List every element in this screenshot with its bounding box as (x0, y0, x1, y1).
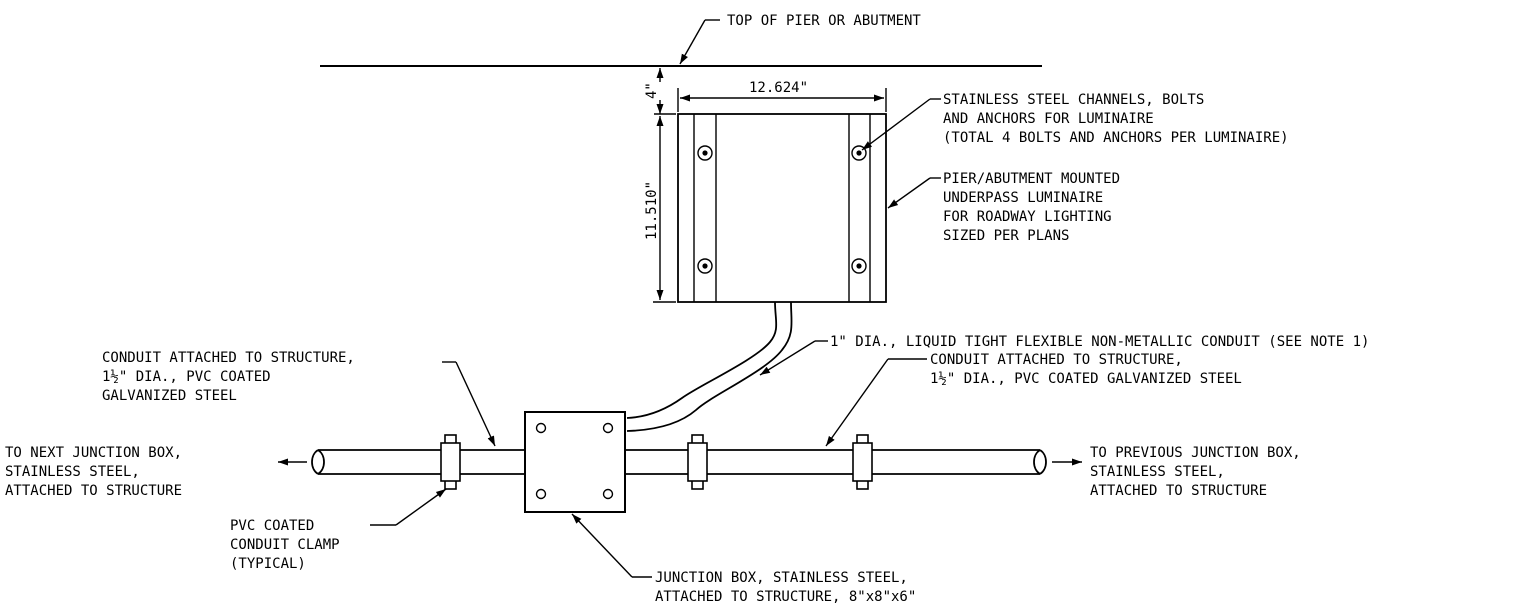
gap-dimension-label: 4" (644, 82, 660, 99)
clamp-label-2: CONDUIT CLAMP (230, 537, 340, 553)
luminaire-label-2: UNDERPASS LUMINAIRE (943, 190, 1103, 206)
jbox-label-1: JUNCTION BOX, STAINLESS STEEL, (655, 570, 908, 586)
width-dimension-label: 12.624" (749, 80, 808, 96)
channels-label-1: STAINLESS STEEL CHANNELS, BOLTS (943, 92, 1204, 108)
clamp-label-1: PVC COATED (230, 518, 314, 534)
clamp-label-3: (TYPICAL) (230, 556, 306, 572)
next-jbox-label-1: TO NEXT JUNCTION BOX, (5, 445, 182, 461)
channels-label-2: AND ANCHORS FOR LUMINAIRE (943, 111, 1154, 127)
luminaire (677, 113, 887, 303)
conduit-left-label-3: GALVANIZED STEEL (102, 388, 237, 404)
flex-conduit-label: 1" DIA., LIQUID TIGHT FLEXIBLE NON-METAL… (830, 334, 1369, 350)
width-dimension: 12.624" (677, 80, 887, 112)
flexible-conduit (626, 301, 793, 432)
height-dimension-label: 11.510" (644, 181, 660, 240)
next-jbox-label-3: ATTACHED TO STRUCTURE (5, 483, 182, 499)
channels-label-3: (TOTAL 4 BOLTS AND ANCHORS PER LUMINAIRE… (943, 130, 1289, 146)
luminaire-label-1: PIER/ABUTMENT MOUNTED (943, 171, 1120, 187)
luminaire-label-3: FOR ROADWAY LIGHTING (943, 209, 1112, 225)
gap-dimension: 4" (644, 68, 676, 115)
next-jbox-label-2: STAINLESS STEEL, (5, 464, 140, 480)
luminaire-label-4: SIZED PER PLANS (943, 228, 1069, 244)
conduit-clamp (440, 434, 873, 490)
conduit-right-label-1: CONDUIT ATTACHED TO STRUCTURE, (930, 352, 1183, 368)
conduit-left (311, 449, 525, 475)
prev-jbox-label-2: STAINLESS STEEL, (1090, 464, 1225, 480)
junction-box (524, 411, 626, 513)
top-of-pier-label: TOP OF PIER OR ABUTMENT (727, 13, 921, 29)
conduit-left-label-1: CONDUIT ATTACHED TO STRUCTURE, (102, 350, 355, 366)
prev-jbox-label-3: ATTACHED TO STRUCTURE (1090, 483, 1267, 499)
height-dimension: 11.510" (644, 116, 676, 303)
conduit-left-label-2: 1½" DIA., PVC COATED (102, 369, 271, 385)
bolt-icon (697, 145, 867, 274)
prev-jbox-label-1: TO PREVIOUS JUNCTION BOX, (1090, 445, 1301, 461)
jbox-label-2: ATTACHED TO STRUCTURE, 8"x8"x6" (655, 589, 916, 605)
conduit-right-label-2: 1½" DIA., PVC COATED GALVANIZED STEEL (930, 371, 1242, 387)
